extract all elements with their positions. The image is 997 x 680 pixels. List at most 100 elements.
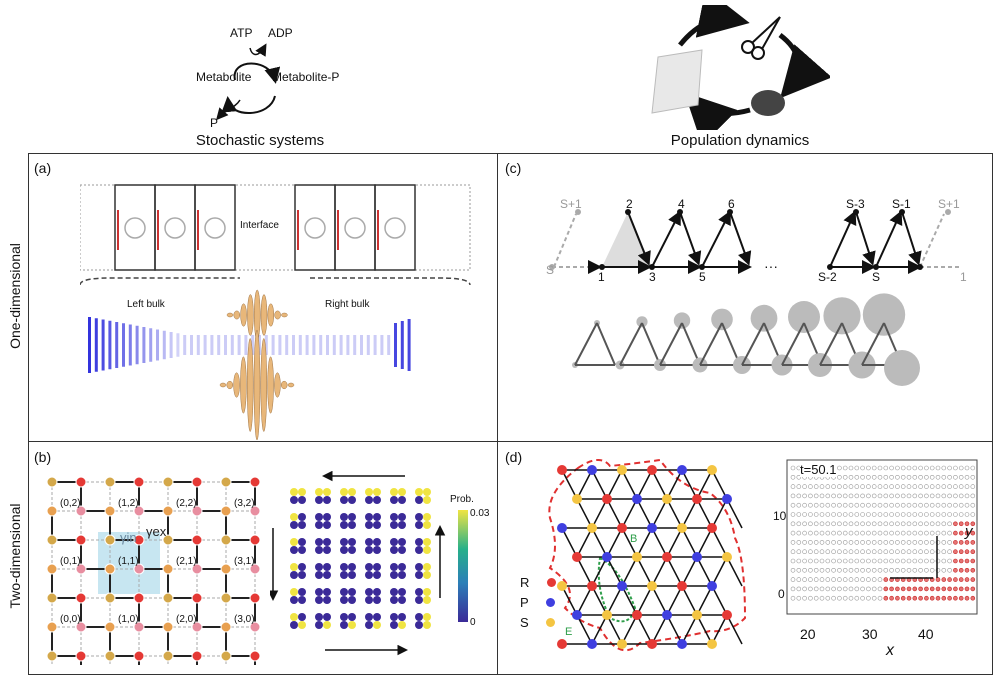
sim-cell: [813, 530, 819, 536]
lattice-node: [46, 505, 58, 517]
prob-dot: [365, 613, 373, 621]
prob-dot: [365, 563, 373, 571]
sim-cell: [964, 484, 970, 489]
sim-cell: [958, 465, 964, 471]
prob-dot: [348, 521, 356, 529]
prob-dot: [340, 621, 348, 629]
network-edge: [591, 469, 608, 500]
prob-dot: [340, 596, 348, 604]
lattice-node: [220, 505, 232, 517]
sim-cell: [842, 558, 848, 564]
sim-cell: [877, 465, 883, 471]
sim-cell: [854, 586, 860, 592]
prob-dot: [365, 496, 373, 504]
prob-dot: [323, 521, 331, 529]
sim-cell: [912, 484, 918, 489]
sim-cell: [912, 493, 918, 499]
network-node: [572, 552, 582, 562]
network-node: [602, 552, 612, 562]
sim-cell: [906, 521, 912, 527]
sim-cell: [941, 484, 947, 489]
network-edge: [651, 498, 668, 529]
node-label-s-plus-1-right: S+1: [938, 197, 960, 211]
sim-cell: [964, 549, 970, 554]
sim-cell: [889, 521, 894, 527]
network-edge: [696, 585, 713, 616]
sim-cell: [842, 540, 848, 545]
sim-cell: [895, 558, 900, 564]
network-edge: [576, 469, 593, 500]
sim-cell: [924, 474, 929, 480]
legend-s-dot: [546, 618, 556, 627]
lattice-node: [75, 534, 87, 546]
sim-cell: [877, 558, 883, 564]
sim-cell: [854, 530, 860, 536]
bulk-bar: [190, 335, 193, 355]
sim-cell: [825, 484, 831, 489]
sim-cell: [860, 540, 865, 545]
xlabel: x: [886, 642, 894, 659]
sim-cell: [958, 577, 964, 582]
sim-cell: [854, 521, 860, 527]
bulk-bar: [292, 335, 295, 355]
network-node: [557, 523, 567, 533]
prob-dot: [415, 488, 423, 496]
prob-dot: [315, 596, 323, 604]
sim-cell: [953, 530, 958, 536]
interface-mode-lower: [267, 356, 274, 414]
network-edge: [591, 614, 608, 645]
sim-cell: [831, 558, 836, 564]
sim-cell: [802, 586, 807, 592]
lattice-node: [75, 476, 87, 488]
network-edge: [651, 556, 668, 587]
sim-cell: [831, 577, 836, 582]
prob-dot: [323, 513, 331, 521]
prob-dot: [415, 521, 423, 529]
ylabel: y: [965, 523, 973, 540]
lattice-node: [249, 476, 261, 488]
prob-max: 0.03: [470, 508, 490, 519]
sim-cell: [796, 502, 802, 508]
sim-cell: [796, 595, 802, 601]
bubble-upper: [788, 301, 820, 333]
sim-cell: [906, 502, 912, 508]
sim-cell: [947, 502, 952, 508]
ytick-10: 10: [773, 509, 787, 523]
lattice-node: [133, 621, 145, 633]
sim-cell: [935, 502, 941, 508]
sim-cell: [883, 474, 889, 480]
sim-cell: [900, 502, 906, 508]
network-node: [602, 494, 612, 504]
network-edge: [726, 556, 743, 587]
prob-min: 0: [470, 617, 476, 628]
scissors-icon: [741, 16, 781, 60]
sim-cell: [918, 521, 923, 527]
prob-dot: [340, 488, 348, 496]
sim-cell: [871, 558, 877, 564]
sim-cell: [964, 512, 970, 517]
sim-cell: [825, 530, 831, 536]
bubble-upper: [673, 312, 691, 329]
prob-dot: [290, 571, 298, 579]
bulk-bar: [210, 335, 214, 355]
bulk-bar: [251, 335, 255, 355]
bulk-bar: [380, 335, 384, 355]
sim-cell: [953, 521, 958, 527]
prob-dot: [348, 513, 356, 521]
sim-cell: [796, 512, 802, 517]
sim-cell: [871, 530, 877, 536]
sim-cell: [953, 549, 958, 554]
sim-cell: [860, 521, 865, 527]
sim-cell: [796, 568, 802, 573]
bulk-bar: [298, 335, 302, 355]
bulk-bar: [108, 320, 112, 370]
sim-cell: [860, 512, 865, 517]
sim-cell: [900, 558, 906, 564]
prob-dot: [415, 538, 423, 546]
sim-cell: [871, 474, 877, 480]
sim-cell: [819, 512, 825, 517]
prob-dot: [365, 488, 373, 496]
sim-cell: [964, 474, 970, 480]
sim-cell: [958, 493, 964, 499]
sim-cell: [958, 502, 964, 508]
